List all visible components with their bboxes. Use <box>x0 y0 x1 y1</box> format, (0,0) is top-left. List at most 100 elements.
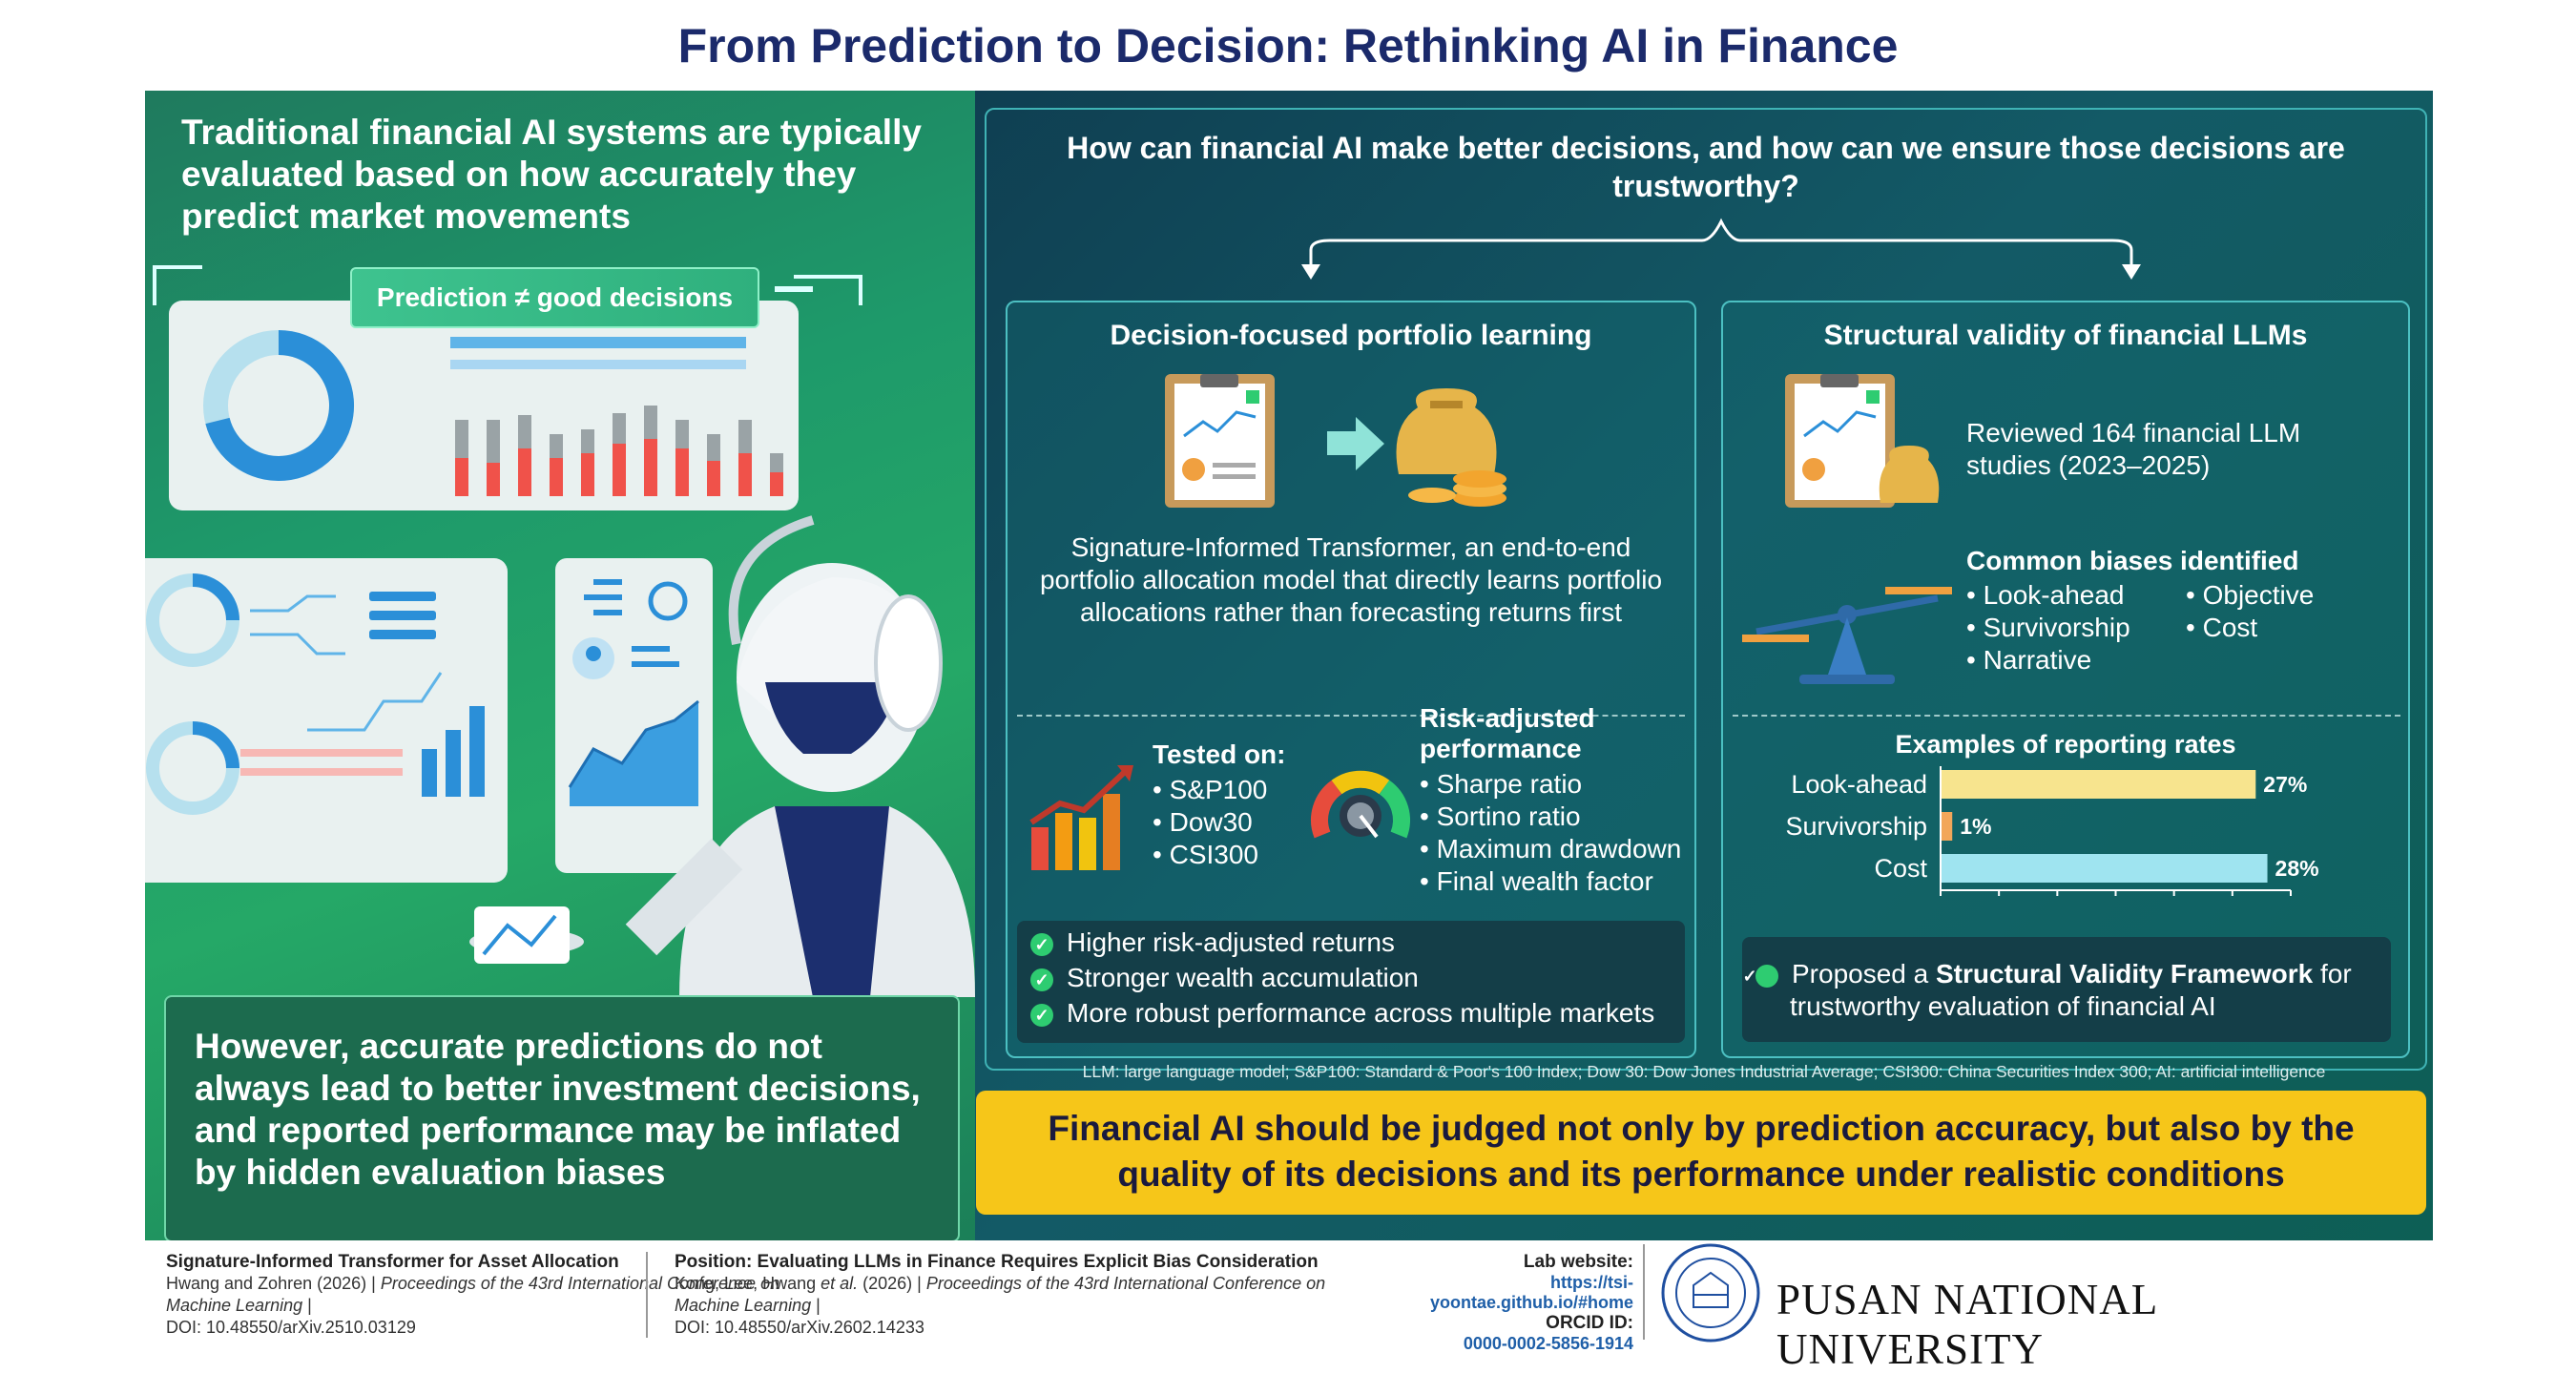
divider <box>1643 1244 1645 1340</box>
conclusion-text: However, accurate predictions do not alw… <box>195 1027 921 1192</box>
tested-item: Dow30 <box>1169 807 1253 837</box>
x-tick-label: 30 <box>2282 903 2299 904</box>
paper-2-etal: et al. <box>821 1274 859 1293</box>
divider <box>1733 715 2400 717</box>
chart-title: Examples of reporting rates <box>1895 730 2236 759</box>
risk-list: • Sharpe ratio • Sortino ratio • Maximum… <box>1420 769 1682 896</box>
bar <box>1941 770 2256 799</box>
bias-item: Narrative <box>1983 645 2092 675</box>
paper-1-ref: Signature-Informed Transformer for Asset… <box>166 1252 796 1339</box>
tested-item: CSI300 <box>1169 840 1258 869</box>
left-panel: Traditional financial AI systems are typ… <box>145 91 975 1240</box>
biases-label: Common biases identified <box>1966 546 2299 575</box>
paper-2-ref: Position: Evaluating LLMs in Finance Req… <box>675 1252 1361 1339</box>
category-label: Cost <box>1874 854 1927 883</box>
abbreviations: LLM: large language model; S&P100: Stand… <box>1082 1062 2326 1081</box>
biases-list-1: • Look-ahead • Survivorship • Narrative <box>1966 580 2130 675</box>
divider <box>1017 715 1685 717</box>
risk-label: Risk-adjusted performance <box>1420 703 1595 763</box>
x-tick-label: 20 <box>2166 903 2183 904</box>
x-tick-label: 15 <box>2108 903 2125 904</box>
data-label: 27% <box>2263 772 2307 797</box>
intro-text: Traditional financial AI systems are typ… <box>181 113 922 236</box>
category-label: Look-ahead <box>1791 770 1927 799</box>
prediction-tag: Prediction ≠ good decisions <box>350 267 759 328</box>
result-item: Higher risk-adjusted returns <box>1067 927 1395 957</box>
check-icon: ✓ <box>1742 964 1778 988</box>
dfpl-description: Signature-Informed Transformer, an end-t… <box>1039 532 1663 627</box>
svfl-panel: Structural validity of financial LLMs Re… <box>1721 301 2410 1058</box>
svfl-title: Structural validity of financial LLMs <box>1823 320 2308 351</box>
university-seal-icon <box>1661 1243 1760 1343</box>
research-question: How can financial AI make better decisio… <box>1067 131 2345 203</box>
framework-pre: Proposed a <box>1792 959 1936 989</box>
paper-2-year: (2026) | <box>858 1274 926 1293</box>
bar <box>1941 812 1953 841</box>
x-tick-label: 25 <box>2224 903 2241 904</box>
bias-item: Cost <box>2202 613 2258 642</box>
paper-1-title: Signature-Informed Transformer for Asset… <box>166 1252 619 1272</box>
orcid-label: ORCID ID: <box>1546 1313 1633 1333</box>
bar <box>1941 854 2268 883</box>
rising-bars-icon <box>1029 765 1133 870</box>
paper-1-authors: Hwang and Zohren (2026) | <box>166 1274 381 1293</box>
check-icon: ✓ <box>1030 968 1053 991</box>
paper-2-authors: Kong, Lee, Hwang <box>675 1274 821 1293</box>
conclusion-box: However, accurate predictions do not alw… <box>164 995 960 1240</box>
tested-label: Tested on: <box>1153 739 1286 769</box>
paper-1-sep: | <box>302 1296 312 1315</box>
lab-label: Lab website: <box>1523 1252 1633 1272</box>
risk-item: Final wealth factor <box>1436 866 1653 896</box>
university-name: PUSAN NATIONAL UNIVERSITY <box>1776 1276 2157 1373</box>
category-label: Survivorship <box>1785 812 1927 841</box>
right-panel: How can financial AI make better decisio… <box>975 91 2433 1240</box>
lab-info: Lab website: https://tsi-yoontae.github.… <box>1376 1252 1633 1354</box>
ai-dashboard-illustration <box>145 265 975 997</box>
x-tick-label: 10 <box>2048 903 2066 904</box>
risk-item: Maximum drawdown <box>1436 834 1682 864</box>
lab-url-link[interactable]: https://tsi-yoontae.github.io/#home <box>1429 1273 1633 1312</box>
dfpl-panel: Decision-focused portfolio learning Sign… <box>1006 301 1696 1058</box>
gauge-icon <box>1311 770 1410 839</box>
bias-item: Survivorship <box>1983 613 2130 642</box>
scale-icon <box>1742 587 1952 684</box>
bias-item: Look-ahead <box>1983 580 2125 610</box>
check-icon: ✓ <box>1030 932 1053 956</box>
bias-item: Objective <box>2202 580 2315 610</box>
paper-1-venue: Proceedings of the 43rd International Co… <box>166 1274 780 1315</box>
biases-list-2: • Objective • Cost <box>2186 580 2315 642</box>
tested-item: S&P100 <box>1169 775 1268 804</box>
paper-2-sep: | <box>811 1296 821 1315</box>
footer: Signature-Informed Transformer for Asset… <box>145 1240 2433 1373</box>
dfpl-results: ✓ Higher risk-adjusted returns ✓ Stronger … <box>1017 921 1685 1043</box>
x-tick-label: 5 <box>1995 903 2004 904</box>
result-item: More robust performance across multiple … <box>1067 998 1655 1028</box>
svfl-result: ✓ Proposed a Structural Validity Framewor… <box>1742 937 2391 1042</box>
reviewed-text: Reviewed 164 financial LLM studies (2023… <box>1966 418 2301 480</box>
split-brace-icon <box>1301 218 2141 280</box>
tested-list: • S&P100 • Dow30 • CSI300 <box>1153 775 1268 869</box>
orcid-link[interactable]: 0000-0002-5856-1914 <box>1463 1334 1633 1353</box>
risk-item: Sharpe ratio <box>1436 769 1583 799</box>
risk-item: Sortino ratio <box>1436 802 1581 831</box>
reporting-rates-chart: Look-ahead 27% Survivorship 1% Cost 28% 0 5 10 15… <box>1785 766 2319 904</box>
check-icon: ✓ <box>1030 1003 1053 1027</box>
report-to-money-icon <box>1165 374 1506 508</box>
report-money-icon <box>1785 374 1940 508</box>
divider <box>646 1252 648 1338</box>
data-label: 1% <box>1960 814 1991 839</box>
framework-post: for trustworthy evaluation of financial … <box>1790 959 2352 1021</box>
x-tick-label: 0 <box>1937 903 1945 904</box>
question-box: How can financial AI make better decisio… <box>985 108 2427 1071</box>
paper-2-venue: Proceedings of the 43rd International Co… <box>675 1274 1326 1315</box>
takeaway-text: Financial AI should be judged not only b… <box>1048 1109 2355 1194</box>
dfpl-title: Decision-focused portfolio learning <box>1110 320 1592 351</box>
data-label: 28% <box>2275 856 2319 881</box>
takeaway-banner: Financial AI should be judged not only b… <box>976 1091 2426 1215</box>
paper-2-title: Position: Evaluating LLMs in Finance Req… <box>675 1252 1319 1272</box>
framework-name: Structural Validity Framework <box>1936 959 2314 989</box>
page-title: From Prediction to Decision: Rethinking … <box>0 0 2576 88</box>
result-item: Stronger wealth accumulation <box>1067 963 1419 992</box>
paper-1-doi[interactable]: DOI: 10.48550/arXiv.2510.03129 <box>166 1318 416 1337</box>
paper-2-doi[interactable]: DOI: 10.48550/arXiv.2602.14233 <box>675 1318 924 1337</box>
